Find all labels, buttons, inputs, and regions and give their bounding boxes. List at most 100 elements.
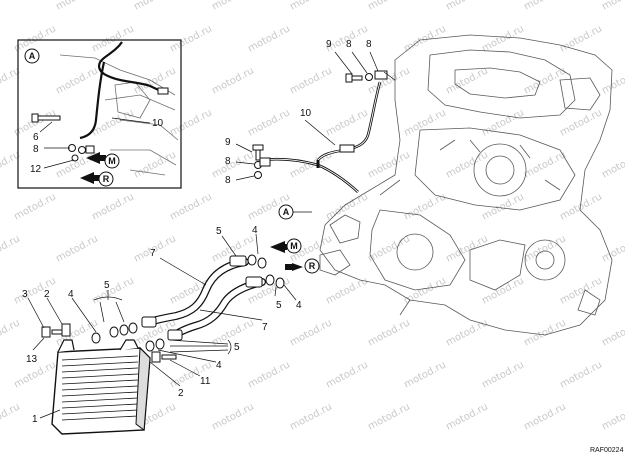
- callout-3: 3: [22, 289, 28, 300]
- reference-code: RAF00224: [590, 447, 624, 454]
- callout-4-left: 4: [68, 289, 74, 300]
- watermark-stamp: motod.ru: [402, 107, 448, 138]
- callout-8-mid-b: 8: [225, 175, 231, 186]
- watermark-stamp: motod.ru: [402, 359, 448, 390]
- watermark-stamp: motod.ru: [522, 233, 568, 264]
- watermark-stamp: motod.ru: [558, 359, 604, 390]
- callout-2-bottom: 2: [178, 388, 184, 399]
- watermark-stamp: motod.ru: [324, 107, 370, 138]
- oil-cooler: [51, 339, 151, 435]
- watermark-stamp: motod.ru: [0, 149, 22, 180]
- watermark-stamp: motod.ru: [54, 65, 100, 96]
- callout-2-left: 2: [44, 289, 50, 300]
- watermark-stamp: motod.ru: [90, 275, 136, 306]
- watermark-stamp: motod.ru: [600, 233, 625, 264]
- main-circle-r: R: [309, 261, 316, 271]
- watermark-stamp: motod.ru: [168, 23, 214, 54]
- inset-circle-m: M: [108, 156, 116, 166]
- top-hose-assembly: 9 8 8 10 9 8 8: [225, 39, 396, 193]
- watermark-stamp: motod.ru: [444, 233, 490, 264]
- watermark-stamp: motod.ru: [288, 65, 334, 96]
- watermark-stamp: motod.ru: [558, 191, 604, 222]
- watermark-stamp: motod.ru: [324, 275, 370, 306]
- watermark-stamp: motod.ru: [0, 233, 22, 264]
- inset-callout-6: 6: [33, 132, 39, 143]
- watermark-stamp: motod.ru: [210, 149, 256, 180]
- watermark-stamp: motod.ru: [480, 359, 526, 390]
- engine-block: [319, 34, 613, 336]
- main-circle-m: M: [290, 241, 298, 251]
- callout-4-right: 4: [296, 300, 302, 311]
- inset-circle-r: R: [103, 174, 110, 184]
- watermark-stamp: motod.ru: [600, 0, 625, 13]
- main-circle-a: A: [283, 207, 290, 217]
- callout-13: 13: [26, 354, 38, 365]
- callout-4-upper: 4: [252, 225, 258, 236]
- watermark-stamp: motod.ru: [54, 233, 100, 264]
- main-markers: A M R: [270, 204, 320, 274]
- main-callouts: 7 5 4 4 5 4 7 5 2 4 2 13 3 11 1 5: [22, 225, 302, 425]
- watermark-stamp: motod.ru: [132, 65, 178, 96]
- watermark-stamp: motod.ru: [90, 191, 136, 222]
- callout-5-upper: 5: [216, 226, 222, 237]
- cooler-hoses: [41, 254, 285, 363]
- watermark-stamp: motod.ru: [12, 191, 58, 222]
- inset-callout-8: 8: [33, 144, 39, 155]
- callout-7-lower: 7: [262, 322, 268, 333]
- watermark-stamp: motod.ru: [246, 107, 292, 138]
- watermark-stamp: motod.ru: [402, 23, 448, 54]
- watermark-stamp: motod.ru: [366, 149, 412, 180]
- watermark-stamp: motod.ru: [132, 149, 178, 180]
- watermark-stamp: motod.ru: [480, 275, 526, 306]
- watermark-stamp: motod.ru: [324, 359, 370, 390]
- inset-circle-a: A: [29, 51, 36, 61]
- watermark-stamp: motod.ru: [558, 23, 604, 54]
- watermark-stamp: motod.ru: [0, 317, 22, 348]
- callout-5-left: 5: [104, 280, 110, 291]
- watermark-stamp: motod.ru: [600, 401, 625, 432]
- watermark-stamp: motod.ru: [480, 23, 526, 54]
- callout-4-lower: 4: [216, 360, 222, 371]
- callout-9-mid: 9: [225, 137, 231, 148]
- inset-detail: A M R 6 8 12 10: [17, 39, 182, 189]
- watermark-stamp: motod.ru: [600, 317, 625, 348]
- callout-10-top: 10: [300, 108, 312, 119]
- watermark-stamp: motod.ru: [324, 191, 370, 222]
- callout-8-top-a: 8: [346, 39, 352, 50]
- watermark-stamp: motod.ru: [600, 149, 625, 180]
- watermark-stamp: motod.ru: [54, 0, 100, 13]
- watermark-stamp: motod.ru: [444, 317, 490, 348]
- watermark-stamp: motod.ru: [522, 149, 568, 180]
- callout-5-right: 5: [276, 300, 282, 311]
- watermark-stamp: motod.ru: [168, 107, 214, 138]
- callout-1: 1: [32, 414, 38, 425]
- watermark-stamp: motod.ru: [0, 401, 22, 432]
- callout-8-top-b: 8: [366, 39, 372, 50]
- watermark-stamp: motod.ru: [522, 401, 568, 432]
- watermark-stamp: motod.ru: [288, 317, 334, 348]
- watermark-stamp: motod.ru: [288, 401, 334, 432]
- watermark-stamp: motod.ru: [12, 275, 58, 306]
- watermark-stamp: motod.ru: [366, 0, 412, 13]
- inset-callout-12: 12: [30, 164, 42, 175]
- leader-lines: [27, 233, 297, 419]
- watermark-stamp: motod.ru: [246, 359, 292, 390]
- watermark-stamp: motod.ru: [0, 0, 22, 13]
- callout-7-upper: 7: [150, 248, 156, 259]
- callout-5-bracket: 5: [234, 342, 240, 353]
- watermark-stamp: motod.ru: [210, 65, 256, 96]
- watermark-stamp: motod.ru: [132, 0, 178, 13]
- inset-callout-10: 10: [152, 118, 164, 129]
- watermark-stamp: motod.ru: [522, 0, 568, 13]
- callout-9-top: 9: [326, 39, 332, 50]
- watermark-stamp: motod.ru: [210, 0, 256, 13]
- watermark-stamp: motod.ru: [366, 65, 412, 96]
- watermark-stamp: motod.ru: [366, 401, 412, 432]
- watermark-stamp: motod.ru: [480, 107, 526, 138]
- watermark-stamp: motod.ru: [444, 149, 490, 180]
- watermark-stamp: motod.ru: [600, 65, 625, 96]
- watermark-stamp: motod.ru: [444, 401, 490, 432]
- watermark-stamp: motod.ru: [246, 23, 292, 54]
